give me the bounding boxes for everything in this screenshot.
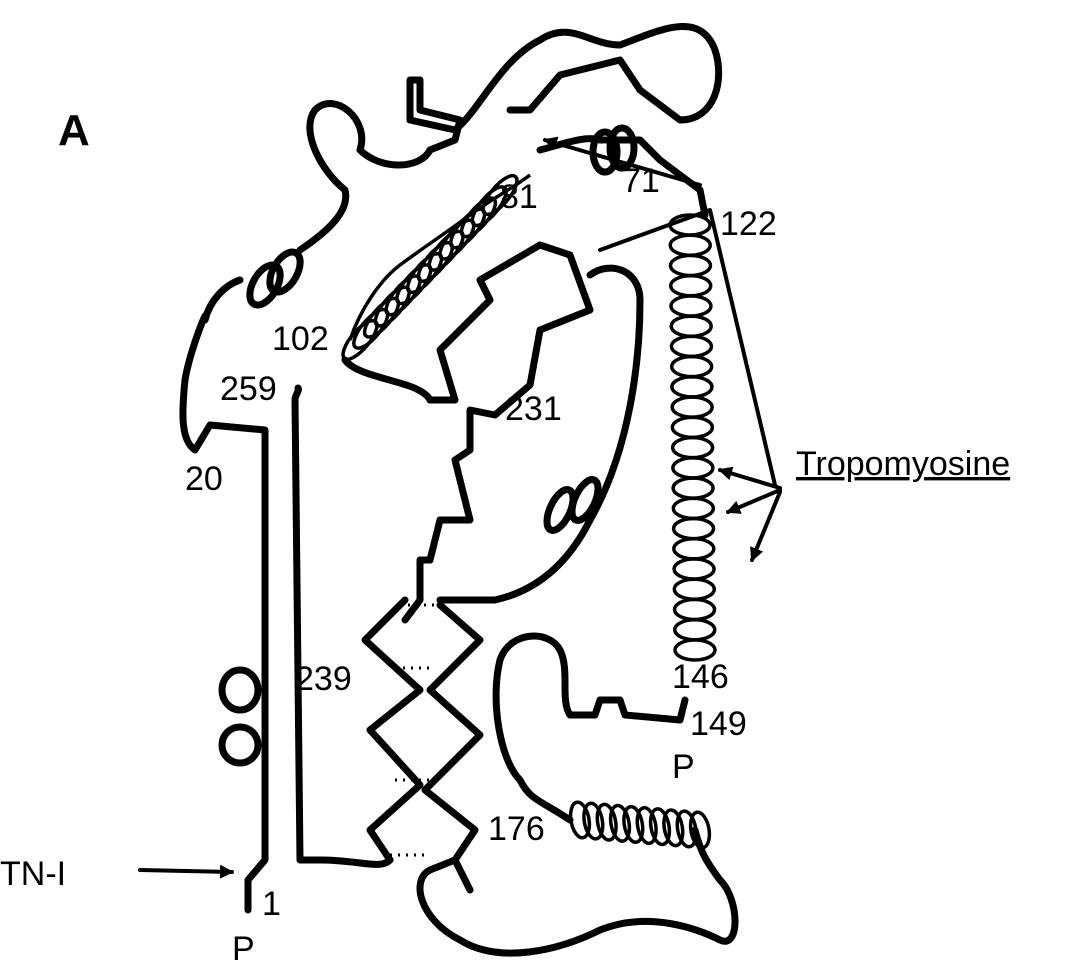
helix-turn (673, 478, 713, 498)
residue-102: 102 (272, 320, 329, 358)
residue-20: 20 (185, 460, 223, 498)
helix-turn (675, 600, 715, 620)
helix-turn (671, 296, 711, 316)
residue-1: 1 (262, 885, 281, 923)
diamonds-239-right (425, 605, 480, 890)
top-loop (455, 27, 719, 130)
residue-239: 239 (295, 660, 352, 698)
arrow-tni (140, 870, 232, 872)
helix-turn (674, 519, 714, 539)
residue-176: 176 (488, 810, 545, 848)
helix-turn (674, 539, 714, 559)
upper-left-loop (300, 80, 460, 250)
helix-turn (672, 357, 712, 377)
zigzag-231 (345, 245, 590, 620)
residue-146: 146 (672, 658, 729, 696)
loop-176-up (496, 636, 685, 820)
helix-turn (675, 640, 715, 660)
helix-turn (674, 559, 714, 579)
tropomyosin-line (600, 210, 775, 485)
helix-turn (675, 620, 715, 640)
small-helix-center (542, 476, 604, 534)
diamond-dots (390, 605, 440, 855)
panel-label: A (58, 106, 90, 155)
helix-turn (670, 255, 710, 275)
residue-71: 71 (622, 162, 660, 200)
phospho-149: P (672, 748, 695, 786)
helix-turn (673, 458, 713, 478)
helix-turn (456, 193, 501, 241)
residue-81: 81 (500, 178, 538, 216)
diamonds-239 (295, 388, 420, 864)
phospho-1: P (232, 930, 255, 968)
helix-turn (672, 377, 712, 397)
helix-turn (674, 579, 714, 599)
helix-turn (672, 397, 712, 417)
helix-turn (671, 336, 711, 356)
helix-176 (568, 801, 712, 850)
residue-149: 149 (690, 705, 747, 743)
residue-122: 122 (720, 205, 777, 243)
tni-label: TN-I (0, 855, 66, 893)
helix-turn (671, 276, 711, 296)
helix-122-146 (670, 215, 715, 660)
helix-turn (670, 235, 710, 255)
tropomyosin-label: Tropomyosine (796, 445, 1010, 483)
helix-turn (671, 316, 711, 336)
helix-turn (673, 438, 713, 458)
residue-231: 231 (505, 390, 562, 428)
residue-259: 259 (220, 370, 277, 408)
helix-turn (672, 417, 712, 437)
helix-turn (673, 498, 713, 518)
helix-left-20s (244, 247, 307, 310)
helix-n-term (222, 670, 258, 763)
